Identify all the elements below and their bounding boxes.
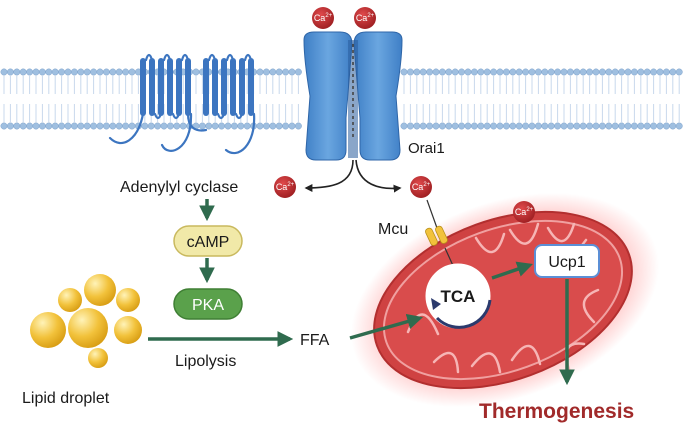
calcium-influx-arrows <box>304 44 402 193</box>
calcium-ion: Ca2+ <box>274 176 296 198</box>
tca-label: TCA <box>441 287 476 306</box>
lipid-droplet-cluster <box>30 274 142 368</box>
pka-label: PKA <box>192 297 224 314</box>
calcium-ion: Ca2+ <box>354 7 376 29</box>
adenylyl-cyclase-protein <box>140 58 254 116</box>
mcu-label: Mcu <box>378 221 408 238</box>
tca-cycle: TCA <box>425 263 492 329</box>
lipolysis-label: Lipolysis <box>175 353 236 370</box>
ffa-to-tca-arrow <box>349 313 424 340</box>
calcium-ion: Ca2+ <box>312 7 334 29</box>
orai1-label: Orai1 <box>408 140 445 157</box>
pka-node: PKA <box>173 288 243 320</box>
svg-text:Ca2+: Ca2+ <box>412 182 431 192</box>
lipid-droplet-label: Lipid droplet <box>22 390 110 407</box>
adenylyl-cyclase-loops <box>108 53 256 155</box>
calcium-ion: Ca2+ <box>410 176 432 198</box>
calcium-to-mcu-line <box>426 199 438 229</box>
svg-text:Ca2+: Ca2+ <box>314 13 333 23</box>
svg-text:Ca2+: Ca2+ <box>276 182 295 192</box>
tca-to-ucp1-arrow <box>491 261 533 280</box>
adenylyl-cyclase-label: Adenylyl cyclase <box>120 179 238 196</box>
svg-text:Ca2+: Ca2+ <box>515 207 534 217</box>
thermogenesis-label: Thermogenesis <box>479 400 634 423</box>
svg-text:Ca2+: Ca2+ <box>356 13 375 23</box>
mcu-channel <box>425 225 448 246</box>
camp-label: cAMP <box>187 234 230 251</box>
camp-node: cAMP <box>173 225 243 257</box>
ucp1-node: Ucp1 <box>534 244 600 278</box>
mitochondrion <box>350 192 660 408</box>
ucp1-label: Ucp1 <box>548 254 585 271</box>
calcium-ion: Ca2+ <box>513 201 535 223</box>
ffa-label: FFA <box>300 332 330 349</box>
